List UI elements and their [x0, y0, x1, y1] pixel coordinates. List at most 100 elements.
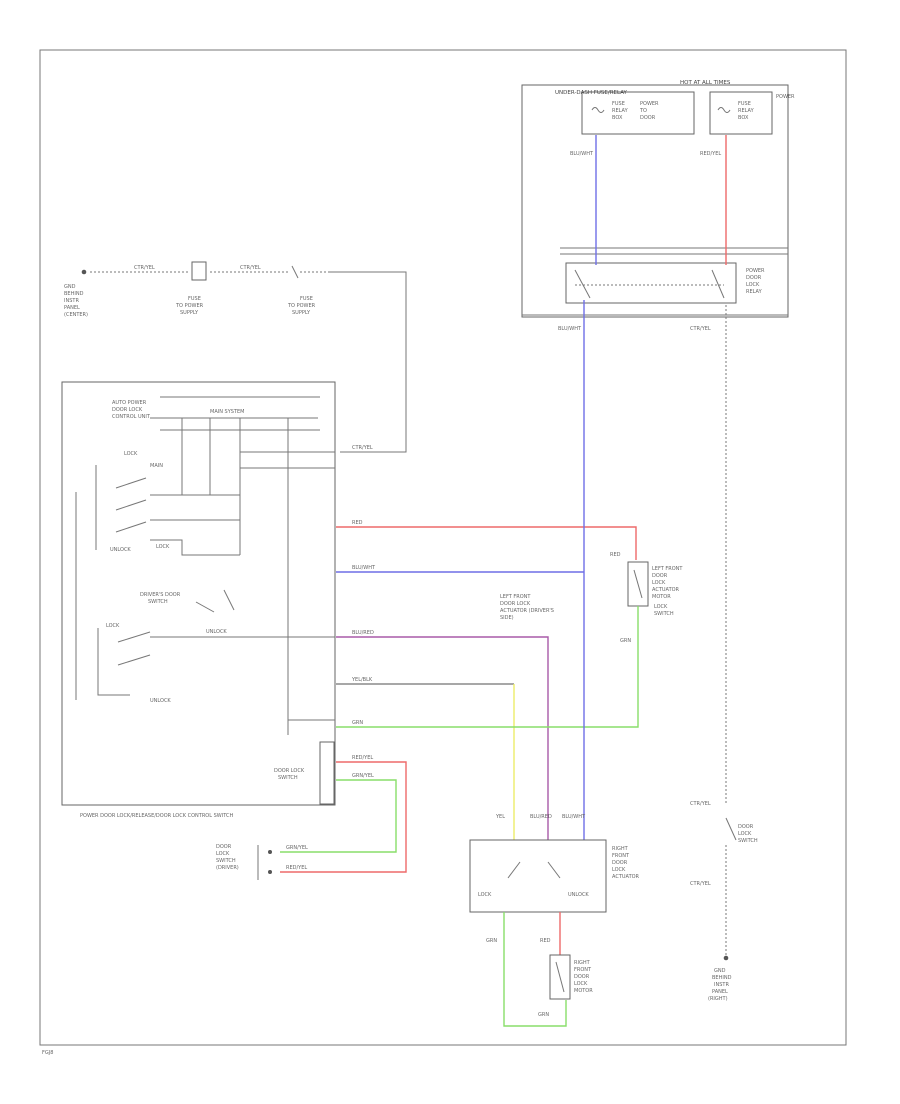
svg-text:UNLOCK: UNLOCK — [150, 698, 171, 704]
wire-red-yel — [280, 761, 407, 873]
svg-text:SWITCH: SWITCH — [216, 858, 236, 864]
svg-text:ACTUATOR: ACTUATOR — [652, 587, 680, 593]
svg-text:SWITCH: SWITCH — [278, 775, 298, 781]
door-lock-switch-connector — [319, 741, 335, 805]
svg-text:CTR/YEL: CTR/YEL — [134, 265, 155, 271]
svg-text:GND: GND — [714, 968, 726, 974]
wire-grn-yel — [280, 779, 397, 853]
ground-left-icon — [81, 269, 87, 275]
svg-text:RIGHT: RIGHT — [612, 846, 629, 852]
svg-text:MOTOR: MOTOR — [574, 988, 593, 994]
wire-violet — [336, 636, 549, 840]
fuse-box-right-title: HOT AT ALL TIMES — [680, 80, 731, 86]
svg-text:RED/YEL: RED/YEL — [700, 151, 721, 157]
svg-text:DOOR: DOOR — [216, 844, 232, 850]
svg-text:DOOR: DOOR — [738, 824, 754, 830]
svg-text:DOOR: DOOR — [574, 974, 590, 980]
svg-text:SUPPLY: SUPPLY — [292, 310, 311, 316]
svg-text:LEFT FRONT: LEFT FRONT — [500, 594, 531, 600]
svg-text:INSTR: INSTR — [64, 298, 79, 304]
svg-text:BEHIND: BEHIND — [712, 975, 732, 981]
svg-text:DOOR: DOOR — [652, 573, 668, 579]
svg-text:CTR/YEL: CTR/YEL — [240, 265, 261, 271]
svg-text:TO POWER: TO POWER — [287, 303, 316, 309]
corner-code: FGJ8 — [42, 1050, 53, 1056]
svg-text:CTR/YEL: CTR/YEL — [352, 445, 373, 451]
svg-text:UNLOCK: UNLOCK — [568, 892, 589, 898]
svg-text:CTR/YEL: CTR/YEL — [690, 326, 711, 332]
svg-text:LOCK: LOCK — [746, 282, 760, 288]
svg-text:UNLOCK: UNLOCK — [206, 629, 227, 635]
right-front-lock-switch — [469, 839, 607, 913]
svg-text:BEHIND: BEHIND — [64, 291, 84, 297]
svg-text:AUTO POWER: AUTO POWER — [112, 400, 147, 406]
svg-text:DOOR: DOOR — [612, 860, 628, 866]
svg-text:POWER: POWER — [776, 94, 795, 100]
svg-text:RED/YEL: RED/YEL — [352, 755, 373, 761]
svg-text:BLU/WHT: BLU/WHT — [562, 814, 586, 820]
svg-text:LOCK: LOCK — [574, 981, 588, 987]
svg-text:(RIGHT): (RIGHT) — [708, 996, 728, 1002]
svg-text:DOOR LOCK: DOOR LOCK — [274, 768, 305, 774]
svg-text:PANEL: PANEL — [64, 305, 80, 311]
svg-text:DOOR LOCK: DOOR LOCK — [500, 601, 531, 607]
svg-text:FUSE: FUSE — [188, 296, 201, 302]
svg-text:GRN: GRN — [620, 638, 631, 644]
svg-text:SIDE): SIDE) — [500, 615, 514, 621]
svg-text:RELAY: RELAY — [738, 108, 755, 114]
wire-blue-main — [583, 135, 597, 840]
svg-text:INSTR: INSTR — [714, 982, 729, 988]
svg-text:GRN/YEL: GRN/YEL — [286, 845, 308, 851]
control-unit-caption: POWER DOOR LOCK/RELEASE/DOOR LOCK CONTRO… — [80, 813, 233, 819]
door-lock-relay — [565, 262, 737, 304]
svg-text:RELAY: RELAY — [612, 108, 629, 114]
svg-text:LOCK: LOCK — [124, 451, 138, 457]
svg-text:BLU/WHT: BLU/WHT — [558, 326, 582, 332]
door-lock-control-unit — [61, 381, 336, 806]
svg-text:BOX: BOX — [612, 115, 623, 121]
svg-text:GRN: GRN — [352, 720, 363, 726]
svg-text:MOTOR: MOTOR — [652, 594, 671, 600]
svg-text:LOCK: LOCK — [106, 623, 120, 629]
svg-text:TO POWER: TO POWER — [175, 303, 204, 309]
svg-text:SWITCH: SWITCH — [654, 611, 674, 617]
svg-text:LEFT FRONT: LEFT FRONT — [652, 566, 683, 572]
svg-text:DOOR: DOOR — [746, 275, 762, 281]
svg-text:POWER: POWER — [746, 268, 765, 274]
wire-green — [336, 630, 639, 728]
svg-text:ACTUATOR (DRIVER'S: ACTUATOR (DRIVER'S — [500, 608, 554, 614]
svg-text:UNLOCK: UNLOCK — [110, 547, 131, 553]
svg-text:SWITCH: SWITCH — [148, 599, 168, 605]
svg-text:GND: GND — [64, 284, 76, 290]
ground-right-icon — [723, 955, 729, 961]
svg-text:FUSE: FUSE — [738, 101, 751, 107]
svg-text:LOCK: LOCK — [654, 604, 668, 610]
svg-text:SUPPLY: SUPPLY — [180, 310, 199, 316]
svg-text:MAIN SYSTEM: MAIN SYSTEM — [210, 409, 244, 415]
fuse-block-right — [709, 91, 773, 135]
svg-text:GRN: GRN — [538, 1012, 549, 1018]
svg-text:POWER: POWER — [640, 101, 659, 107]
svg-text:MAIN: MAIN — [150, 463, 163, 469]
svg-text:FUSE: FUSE — [300, 296, 313, 302]
svg-text:RIGHT: RIGHT — [574, 960, 591, 966]
svg-text:RED: RED — [352, 520, 363, 526]
svg-text:CTR/YEL: CTR/YEL — [690, 801, 711, 807]
svg-text:CONTROL UNIT: CONTROL UNIT — [112, 414, 151, 420]
svg-text:(DRIVER): (DRIVER) — [216, 865, 239, 871]
svg-text:FUSE: FUSE — [612, 101, 625, 107]
svg-text:LOCK: LOCK — [652, 580, 666, 586]
fuse-relay-box — [521, 84, 789, 318]
wire-red — [336, 526, 637, 560]
svg-text:RED: RED — [610, 552, 621, 558]
svg-text:ACTUATOR: ACTUATOR — [612, 874, 640, 880]
svg-text:GRN/YEL: GRN/YEL — [352, 773, 374, 779]
svg-text:RED/YEL: RED/YEL — [286, 865, 307, 871]
svg-text:BOX: BOX — [738, 115, 749, 121]
fuse-left-icon — [191, 261, 207, 281]
diagram-frame — [39, 49, 847, 1046]
svg-text:TO: TO — [639, 108, 647, 114]
svg-text:YEL: YEL — [495, 814, 505, 820]
svg-text:DOOR LOCK: DOOR LOCK — [112, 407, 143, 413]
svg-text:GRN: GRN — [486, 938, 497, 944]
